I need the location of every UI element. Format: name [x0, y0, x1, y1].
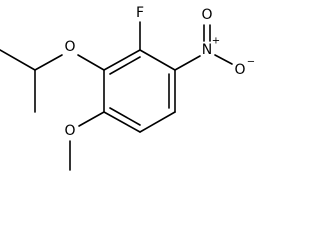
ring-bond-c4-c5-inner — [109, 107, 141, 126]
nitro-oxygen-right-label: O — [234, 62, 245, 78]
ether-oxygen-label: O — [64, 39, 75, 55]
bond-c2-nitrogen — [174, 55, 201, 71]
bond-isopropyl-methyl-up — [0, 49, 36, 71]
methoxy-oxygen-label: O — [64, 123, 75, 139]
ring-bond-c1-c2 — [139, 49, 176, 71]
fluorine-label: F — [136, 5, 144, 21]
nitro-oxygen-top-label: O — [201, 7, 212, 23]
nitro-nitrogen-charge: + — [212, 36, 220, 47]
bond-ether-oxygen-isopropyl-ch — [34, 54, 63, 71]
ring-bond-c3-c4 — [139, 111, 176, 133]
ring-bond-c6-c1-inner — [109, 56, 141, 75]
nitro-nitrogen-label: N — [202, 42, 212, 58]
bond-c5-methoxy-oxygen — [78, 111, 105, 127]
bond-c6-ether-oxygen — [77, 54, 105, 71]
ring-bond-c4-c5 — [103, 111, 141, 133]
chemical-structure: F N + O O − O O — [0, 5, 255, 171]
bond-nitrogen-oxygen-right — [214, 54, 233, 65]
nitro-oxygen-right-charge: − — [247, 57, 255, 68]
ring-bond-c6-c1 — [103, 49, 141, 71]
